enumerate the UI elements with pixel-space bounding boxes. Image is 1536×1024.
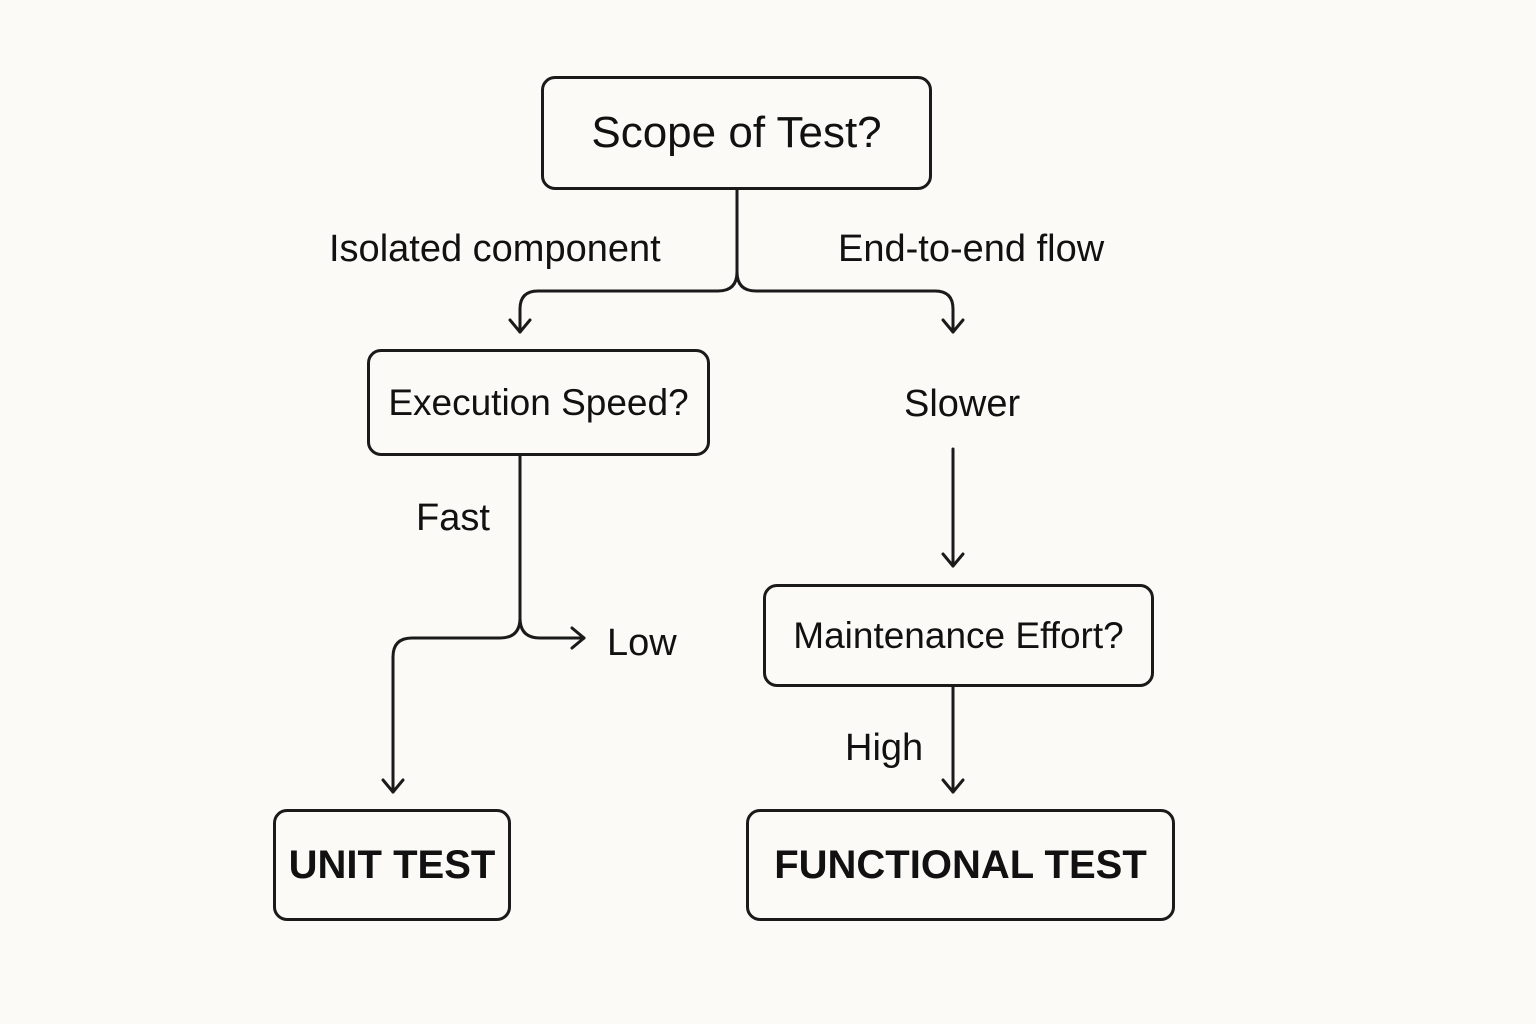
connector-isolated-branch — [518, 270, 739, 334]
edge-label-isolated-component: Isolated component — [329, 228, 661, 270]
edge-label-end-to-end-flow: End-to-end flow — [838, 228, 1105, 270]
edge-label-high: High — [845, 727, 924, 769]
arrowhead-to-speed — [508, 318, 532, 334]
node-maintenance-effort: Maintenance Effort? — [763, 584, 1154, 687]
connector-end-to-end-branch — [735, 270, 955, 334]
connector-to-low — [518, 616, 586, 640]
node-maintenance-effort-label: Maintenance Effort? — [793, 615, 1124, 656]
node-functional-test: FUNCTIONAL TEST — [746, 809, 1175, 921]
arrowhead-to-low — [570, 626, 586, 650]
edge-label-low: Low — [607, 622, 677, 664]
arrowhead-to-functional-test — [941, 778, 965, 794]
edge-label-slower: Slower — [904, 383, 1021, 425]
arrowhead-to-maintenance — [941, 552, 965, 568]
node-functional-test-label: FUNCTIONAL TEST — [774, 843, 1147, 887]
arrowhead-to-unit-test — [381, 778, 405, 794]
node-unit-test: UNIT TEST — [273, 809, 511, 921]
arrowhead-to-slower — [941, 318, 965, 334]
node-execution-speed: Execution Speed? — [367, 349, 710, 456]
node-unit-test-label: UNIT TEST — [288, 843, 496, 887]
node-execution-speed-label: Execution Speed? — [388, 382, 689, 423]
edge-label-fast: Fast — [416, 497, 490, 539]
connector-to-unit-test — [391, 616, 522, 794]
node-scope-of-test-label: Scope of Test? — [591, 108, 882, 157]
node-scope-of-test: Scope of Test? — [541, 76, 932, 190]
